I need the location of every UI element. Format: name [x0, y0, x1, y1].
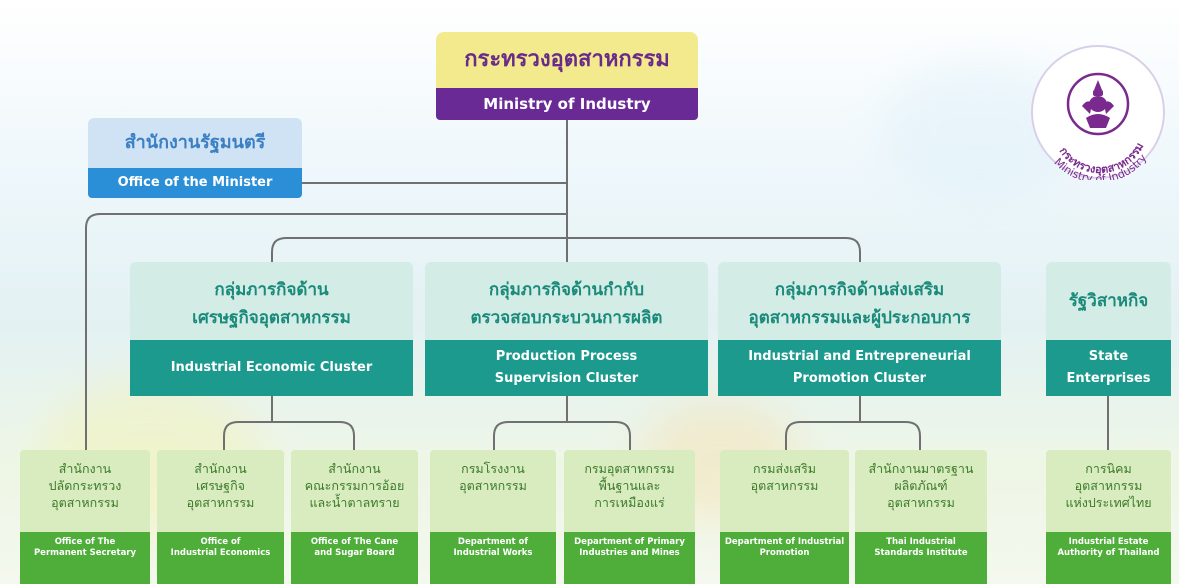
- cluster-th-line: กลุ่มภารกิจด้านส่งเสริม: [774, 280, 945, 300]
- dept-en-line: Department of Industrial: [724, 537, 845, 547]
- dept-en-line: Authority of Thailand: [1057, 548, 1160, 558]
- dept-cane-sugar-board-th: สำนักงาน คณะกรรมการอ้อย และน้ำตาลทราย: [291, 450, 418, 532]
- dept-th-line: คณะกรรมการอ้อย: [304, 478, 405, 493]
- dept-industrial-estate-authority-en: Industrial Estate Authority of Thailand: [1046, 532, 1171, 584]
- dept-th-line: สำนักงาน: [328, 461, 381, 476]
- cluster-state-enterprise-th: รัฐวิสาหกิจ: [1046, 262, 1171, 340]
- dept-th-line: อุตสาหกรรม: [186, 495, 255, 510]
- cluster-3-branch: [785, 421, 921, 450]
- cluster-2-branch: [493, 421, 631, 450]
- cluster-en-line: Industrial and Entrepreneurial: [748, 349, 971, 364]
- ministry-seal-logo: กระทรวงอุตสาหกรรม Ministry of Industry: [1031, 45, 1165, 180]
- cluster-promotion-th: กลุ่มภารกิจด้านส่งเสริม อุตสาหกรรมและผู้…: [718, 262, 1001, 340]
- dept-en-line: Industrial Economics: [170, 548, 271, 558]
- cluster-en-line: Supervision Cluster: [494, 371, 639, 386]
- dept-en-line: Office of The Cane: [310, 537, 399, 547]
- dept-th-line: การเหมืองแร่: [594, 495, 665, 510]
- dept-en-line: Office of The: [54, 537, 116, 547]
- cluster-th-line: กลุ่มภารกิจด้านกำกับ: [488, 280, 645, 300]
- dept-en-line: Industries and Mines: [579, 548, 680, 558]
- dept-th-line: เศรษฐกิจ: [196, 478, 245, 493]
- cluster-production-th: กลุ่มภารกิจด้านกำกับ ตรวจสอบกระบวนการผลิ…: [425, 262, 708, 340]
- dept-en-line: Thai Industrial: [886, 537, 956, 547]
- dept-th-line: สำนักงาน: [58, 461, 112, 476]
- minister-office-th: สำนักงานรัฐมนตรี: [88, 118, 302, 168]
- dept-th-line: แห่งประเทศไทย: [1065, 495, 1152, 510]
- dept-permanent-secretary-th: สำนักงาน ปลัดกระทรวง อุตสาหกรรม: [20, 450, 150, 532]
- dept-en-line: Standards Institute: [874, 548, 968, 558]
- cluster-en-line: State: [1088, 349, 1129, 364]
- dept-th-line: และน้ำตาลทราย: [309, 495, 400, 510]
- dept-industrial-estate-authority-th: การนิคม อุตสาหกรรม แห่งประเทศไทย: [1046, 450, 1171, 532]
- dept-en-line: Permanent Secretary: [33, 548, 137, 558]
- dept-th-line: อุตสาหกรรม: [51, 495, 119, 510]
- cluster-th-line: กลุ่มภารกิจด้าน: [214, 280, 329, 300]
- dept-th-line: อุตสาหกรรม: [1074, 478, 1143, 493]
- dept-cane-sugar-board-en: Office of The Cane and Sugar Board: [291, 532, 418, 584]
- dept-industrial-economics-en: Office of Industrial Economics: [157, 532, 284, 584]
- dept-primary-industries-mines-th: กรมอุตสาหกรรม พื้นฐานและ การเหมืองแร่: [564, 450, 695, 532]
- dept-th-line: กรมอุตสาหกรรม: [584, 461, 675, 476]
- cluster-th-line: ตรวจสอบกระบวนการผลิต: [470, 308, 663, 328]
- cluster-en-line: Promotion Cluster: [792, 371, 927, 386]
- ministry-title-en: Ministry of Industry: [436, 88, 698, 120]
- cluster-state-enterprise-en: State Enterprises: [1046, 340, 1171, 396]
- dept-industrial-economics-th: สำนักงาน เศรษฐกิจ อุตสาหกรรม: [157, 450, 284, 532]
- cluster-en-line: Production Process: [495, 349, 638, 364]
- dept-th-line: อุตสาหกรรม: [887, 495, 955, 510]
- cluster-th-line: อุตสาหกรรมและผู้ประกอบการ: [748, 308, 971, 328]
- dept-th-line: การนิคม: [1085, 461, 1132, 476]
- dept-en-line: Department of Primary: [574, 537, 685, 547]
- dept-industrial-works-th: กรมโรงงาน อุตสาหกรรม: [430, 450, 556, 532]
- dept-industrial-promotion-th: กรมส่งเสริม อุตสาหกรรม: [720, 450, 849, 532]
- dept-th-line: พื้นฐานและ: [598, 478, 661, 493]
- dept-permanent-secretary-en: Office of The Permanent Secretary: [20, 532, 150, 584]
- cluster-1-branch: [223, 421, 355, 450]
- dept-en-line: Industrial Estate: [1068, 537, 1149, 547]
- dept-en-line: Office of: [200, 537, 241, 547]
- dept-en-line: Industrial Works: [453, 548, 533, 558]
- cluster-economic-en: Industrial Economic Cluster: [130, 340, 413, 396]
- cluster-production-en: Production Process Supervision Cluster: [425, 340, 708, 396]
- dept-industrial-works-en: Department of Industrial Works: [430, 532, 556, 584]
- cluster-promotion-en: Industrial and Entrepreneurial Promotion…: [718, 340, 1001, 396]
- dept-en-line: and Sugar Board: [314, 548, 395, 558]
- perm-sec-connector: [85, 213, 567, 450]
- cluster-en-line: Industrial Economic Cluster: [170, 360, 373, 375]
- cluster-th-line: รัฐวิสาหกิจ: [1068, 291, 1149, 311]
- dept-en-line: Promotion: [759, 548, 810, 558]
- seal-deity-icon: [1082, 80, 1114, 128]
- cluster-en-line: Enterprises: [1066, 371, 1151, 386]
- minister-office-en: Office of the Minister: [88, 168, 302, 198]
- dept-th-line: กรมส่งเสริม: [752, 461, 817, 476]
- dept-th-line: สำนักงานมาตรฐาน: [868, 461, 974, 476]
- dept-industrial-promotion-en: Department of Industrial Promotion: [720, 532, 849, 584]
- dept-th-line: อุตสาหกรรม: [459, 478, 527, 493]
- dept-primary-industries-mines-en: Department of Primary Industries and Min…: [564, 532, 695, 584]
- dept-th-line: ผลิตภัณฑ์: [894, 478, 948, 493]
- cluster-th-line: เศรษฐกิจอุตสาหกรรม: [192, 308, 351, 328]
- ministry-title-th: กระทรวงอุตสาหกรรม: [436, 32, 698, 88]
- dept-th-line: ปลัดกระทรวง: [48, 478, 122, 493]
- dept-th-line: กรมโรงงาน: [461, 461, 525, 476]
- dept-en-line: Department of: [457, 537, 529, 547]
- cluster-economic-th: กลุ่มภารกิจด้าน เศรษฐกิจอุตสาหกรรม: [130, 262, 413, 340]
- dept-standards-institute-th: สำนักงานมาตรฐาน ผลิตภัณฑ์ อุตสาหกรรม: [855, 450, 987, 532]
- dept-standards-institute-en: Thai Industrial Standards Institute: [855, 532, 987, 584]
- dept-th-line: อุตสาหกรรม: [750, 478, 819, 493]
- dept-th-line: สำนักงาน: [194, 461, 247, 476]
